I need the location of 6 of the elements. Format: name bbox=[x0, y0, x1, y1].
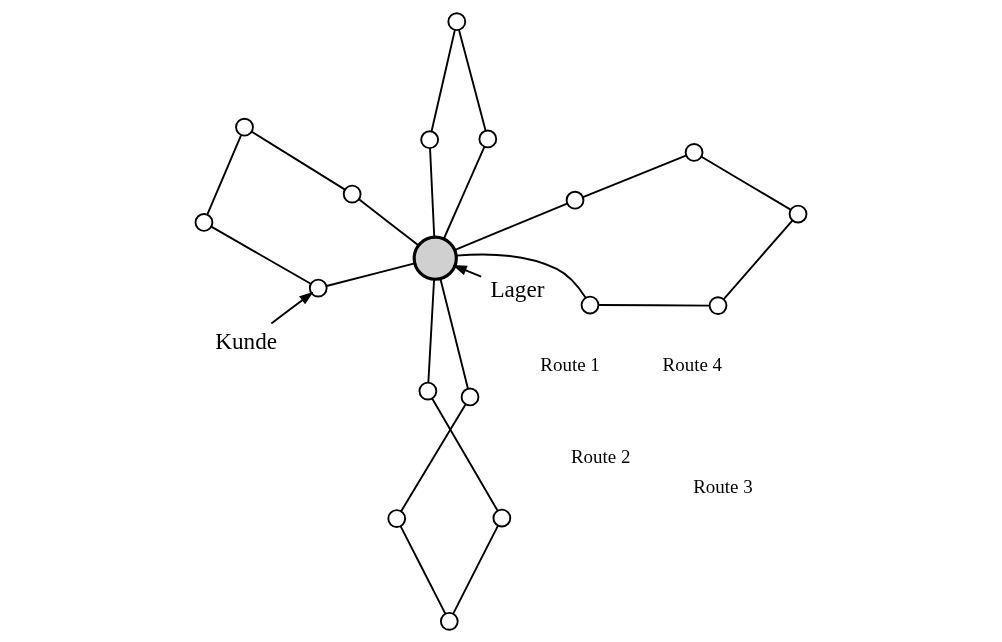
label: Route 3 bbox=[693, 475, 753, 497]
node-text: Kunde bbox=[215, 327, 278, 354]
label: Route 1 bbox=[540, 353, 600, 375]
node-text: Lager bbox=[490, 275, 545, 302]
label: Route 4 bbox=[662, 353, 723, 375]
label: Route 2 bbox=[570, 445, 631, 467]
